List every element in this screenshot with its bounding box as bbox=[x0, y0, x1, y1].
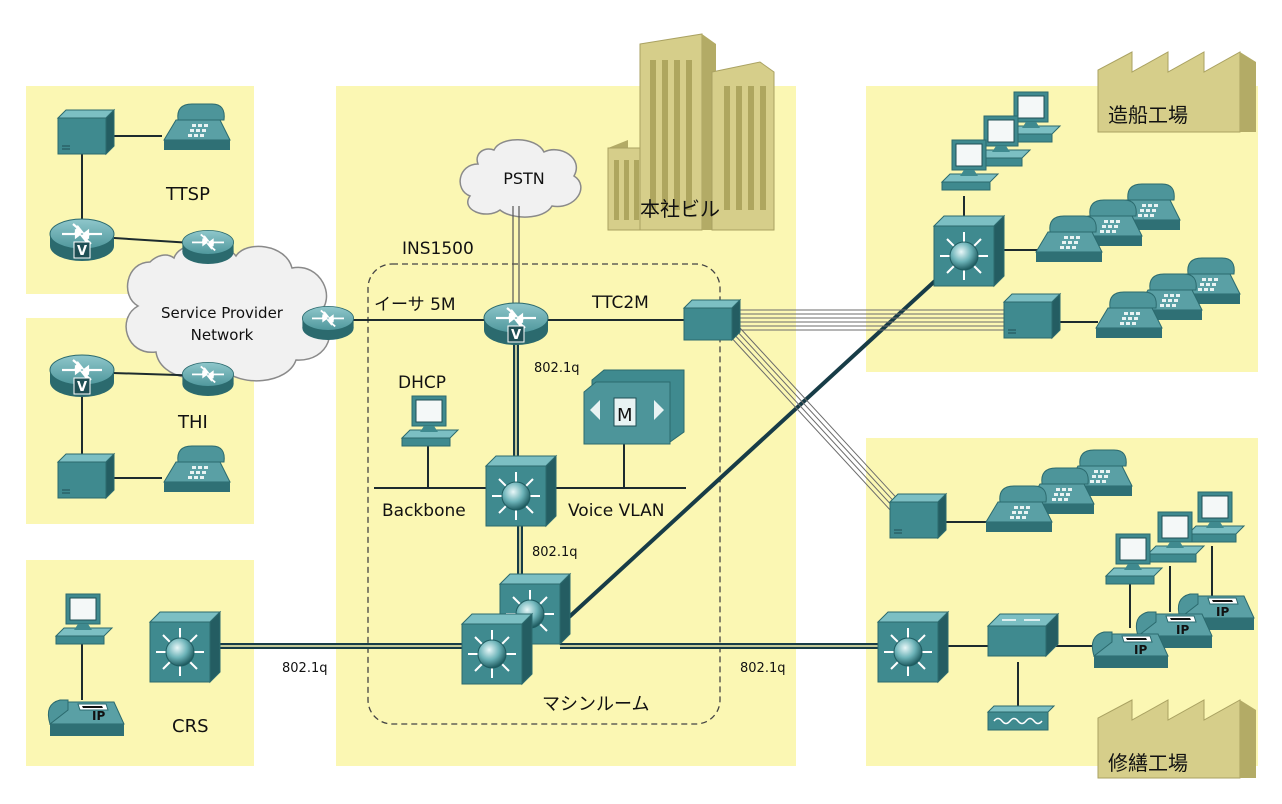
call-manager[interactable] bbox=[583, 369, 685, 445]
ether5m-label: イーサ 5M bbox=[374, 295, 456, 315]
repair-gateway[interactable] bbox=[889, 493, 947, 539]
ship-switch[interactable] bbox=[933, 215, 1005, 287]
factory-icon-repair bbox=[1097, 699, 1256, 779]
thi-label: THI bbox=[177, 412, 208, 433]
ttsp-voice-router[interactable] bbox=[50, 219, 114, 261]
sp-network-label-line2: Network bbox=[191, 326, 254, 344]
thi-server[interactable] bbox=[57, 453, 115, 499]
dhcp-label: DHCP bbox=[398, 373, 446, 393]
ins1500-label: INS1500 bbox=[402, 239, 474, 259]
hq-voice-router[interactable] bbox=[484, 303, 548, 345]
thi-sp-router[interactable] bbox=[181, 361, 235, 397]
call-manager-badge: M bbox=[617, 405, 633, 426]
repair-hub[interactable] bbox=[986, 705, 1056, 731]
repair-ip-badge-1: IP bbox=[1134, 643, 1147, 657]
q-right-label: 802.1q bbox=[740, 661, 785, 676]
crs-ip-phone[interactable] bbox=[47, 699, 125, 737]
sp-edge-router[interactable] bbox=[301, 305, 355, 341]
voice-vlan-label: Voice VLAN bbox=[568, 501, 664, 521]
thi-voice-router[interactable] bbox=[50, 355, 114, 397]
repair-switch[interactable] bbox=[877, 611, 949, 683]
pstn-label: PSTN bbox=[503, 169, 545, 188]
q-middle-label: 802.1q bbox=[532, 545, 577, 560]
pstn-cloud bbox=[459, 139, 582, 218]
ttc2m-label: TTC2M bbox=[591, 293, 649, 313]
ttsp-server[interactable] bbox=[57, 109, 115, 155]
machine-room-label: マシンルーム bbox=[542, 694, 649, 715]
hq-building-label: 本社ビル bbox=[640, 197, 720, 221]
ttsp-label: TTSP bbox=[165, 184, 210, 205]
hq-core-switch[interactable] bbox=[485, 455, 557, 527]
crs-label: CRS bbox=[172, 716, 209, 737]
q-upper-label: 802.1q bbox=[534, 361, 579, 376]
q-left-label: 802.1q bbox=[282, 661, 327, 676]
sp-network-label-line1: Service Provider bbox=[161, 304, 284, 322]
shipbuilding-label: 造船工場 bbox=[1108, 103, 1188, 127]
ship-gateway[interactable] bbox=[1003, 293, 1061, 339]
crs-switch[interactable] bbox=[149, 611, 221, 683]
machine-room-boundary bbox=[367, 263, 721, 725]
backbone-label: Backbone bbox=[382, 501, 466, 521]
repair-ip-badge-2: IP bbox=[1176, 623, 1189, 637]
repair-ip-phone-1[interactable] bbox=[1091, 631, 1169, 669]
hq-dist-switch-front[interactable] bbox=[461, 613, 533, 685]
links bbox=[81, 135, 1213, 708]
hq-building-icon bbox=[607, 33, 775, 231]
crs-ip-badge: IP bbox=[92, 709, 105, 723]
ttc2m-mux[interactable] bbox=[683, 299, 741, 341]
ttsp-sp-router[interactable] bbox=[181, 229, 235, 265]
repair-access-switch[interactable] bbox=[986, 612, 1060, 658]
repair-ip-badge-3: IP bbox=[1216, 605, 1229, 619]
repair-label: 修繕工場 bbox=[1108, 751, 1188, 775]
factory-icon-shipbuilding bbox=[1097, 51, 1256, 133]
